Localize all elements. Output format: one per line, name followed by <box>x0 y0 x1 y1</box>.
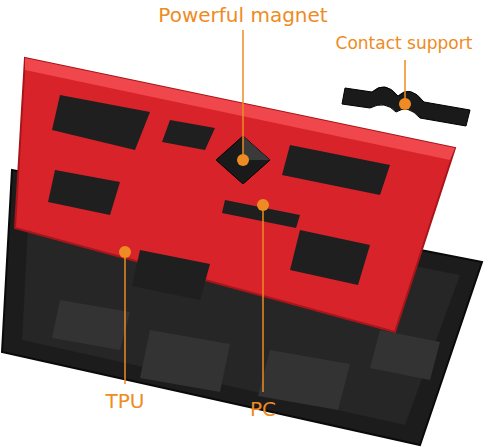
contact-support <box>342 87 470 126</box>
part-label: Contact support <box>336 34 473 54</box>
frame-cutout <box>290 230 370 285</box>
part-label: Powerful magnet <box>158 4 327 27</box>
leader-line <box>404 60 406 104</box>
tpu-texture <box>370 330 440 380</box>
tpu-texture <box>52 300 130 350</box>
leader-line <box>124 252 126 384</box>
label-holder: TPU <box>106 390 145 413</box>
leader-dot <box>399 98 411 110</box>
label-holder: Contact support <box>336 34 473 54</box>
leader-dot <box>257 199 269 211</box>
leader-dot <box>237 154 249 166</box>
leader-dot <box>119 246 131 258</box>
part-label: PC <box>250 398 276 421</box>
label-holder: PC <box>250 398 276 421</box>
kickstand-slot <box>222 200 300 228</box>
frame-cutout <box>48 170 120 215</box>
tpu-texture <box>140 330 230 392</box>
frame-cutout <box>52 95 150 150</box>
label-holder: Powerful magnet <box>158 4 327 27</box>
part-label: TPU <box>106 390 145 413</box>
frame-cutout <box>162 120 215 150</box>
leader-line <box>242 30 244 160</box>
leader-line <box>262 205 264 392</box>
frame-cutout <box>132 250 210 300</box>
frame-cutout <box>282 145 390 195</box>
